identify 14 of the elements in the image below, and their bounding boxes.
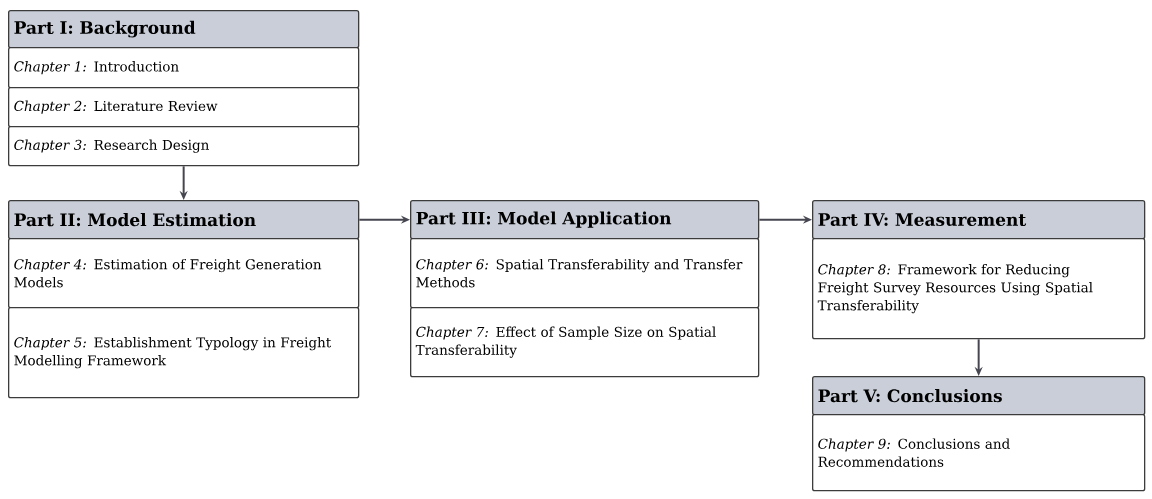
- chapter-box: Chapter 1: Introduction: [8, 47, 360, 89]
- chapter-box: Chapter 8: Framework for Reducing Freight Survey Resources Using Spatial Transferability: [812, 238, 1146, 340]
- part-header-box: Part III: Model Application: [410, 200, 760, 240]
- part-header-box: Part V: Conclusions: [812, 376, 1146, 416]
- chapter-box: Chapter 9: Conclusions and Recommendations: [812, 414, 1146, 492]
- chapter-box: Chapter 4: Estimation of Freight Generation Models: [8, 238, 360, 309]
- chapter-box: Chapter 7: Effect of Sample Size on Spatial Transferability: [410, 307, 760, 378]
- chapter-box: Chapter 2: Literature Review: [8, 87, 360, 128]
- part-header-box: Part IV: Measurement: [812, 200, 1146, 240]
- part-header-box: Part I: Background: [8, 10, 360, 49]
- part-header-box: Part II: Model Estimation: [8, 200, 360, 240]
- chapter-box: Chapter 3: Research Design: [8, 126, 360, 167]
- chapter-box: Chapter 6: Spatial Transferability and Transfer Methods: [410, 238, 760, 309]
- chapter-box: Chapter 5: Establishment Typology in Freight Modelling Framework: [8, 307, 360, 399]
